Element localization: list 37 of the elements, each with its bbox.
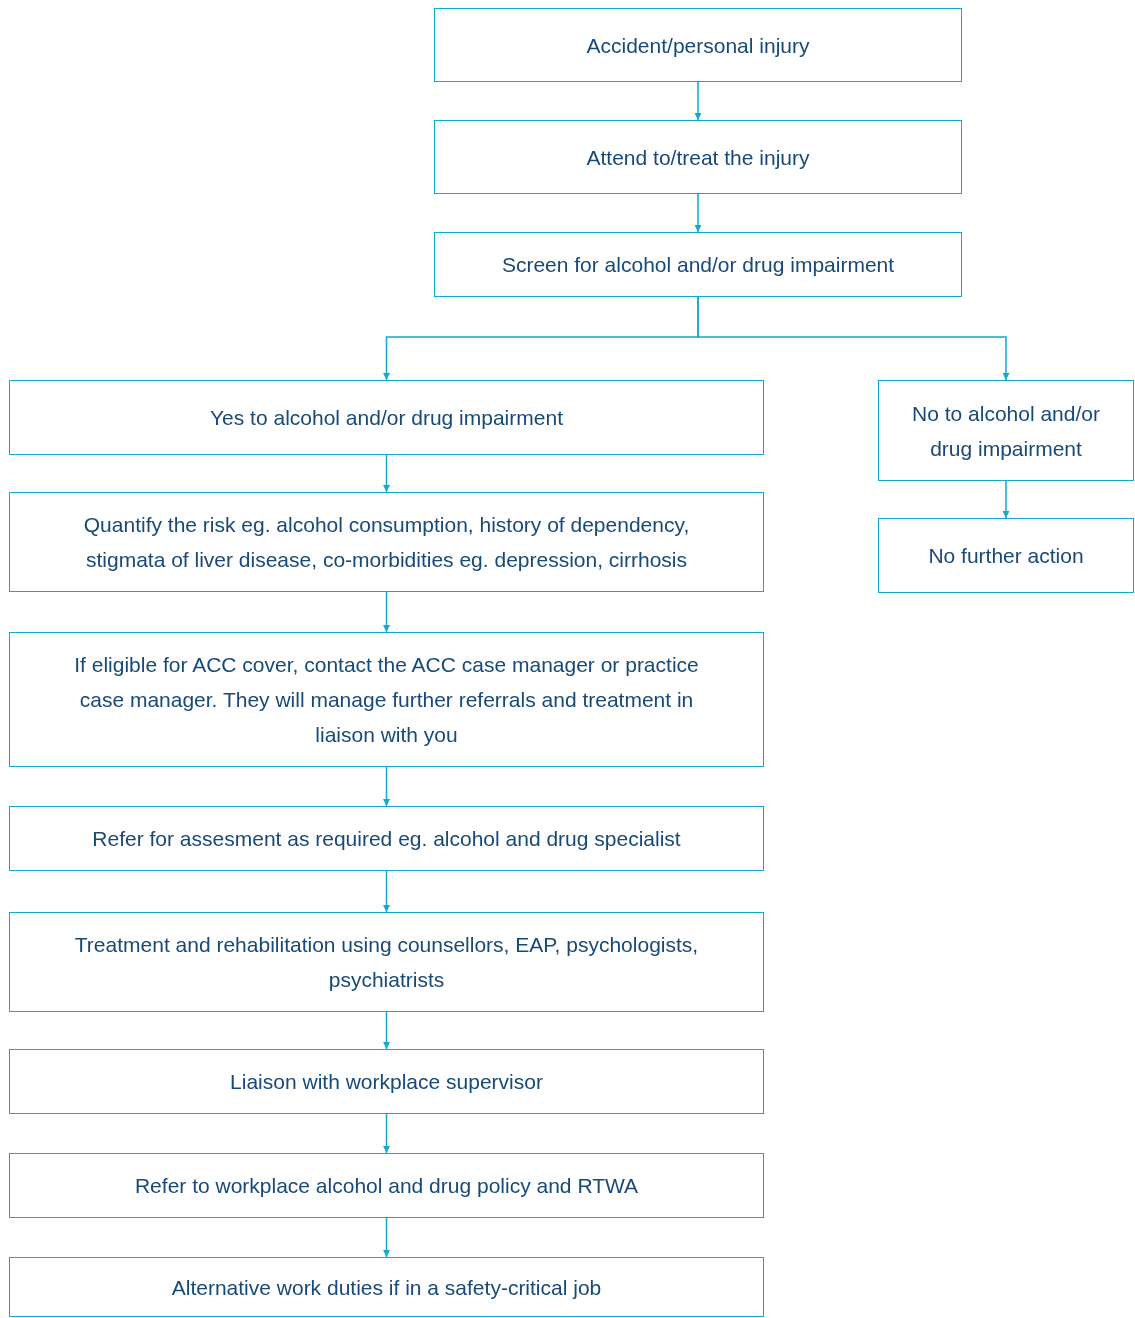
step-text: If eligible for ACC cover, contact the ACC case manager or practice case manager. They will manage further referrals and treatment in liaison with you xyxy=(73,652,700,748)
arrow xyxy=(383,591,390,633)
step-text: Treatment and rehabilitation using counsellors, EAP, psychologists, psychiatrists xyxy=(73,932,700,993)
arrow xyxy=(383,870,390,913)
step-text: Refer for assesment as required eg. alcohol and drug specialist xyxy=(92,826,681,852)
process-box xyxy=(9,1257,764,1317)
arrow xyxy=(694,193,702,233)
arrow xyxy=(383,1217,390,1258)
step-text: Attend to/treat the injury xyxy=(586,144,810,171)
step-text: Accident/personal injury xyxy=(586,32,810,59)
step-text: Screen for alcohol and/or drug impairment xyxy=(501,252,895,278)
arrow xyxy=(383,1011,390,1050)
arrow xyxy=(383,454,390,493)
process-box xyxy=(9,912,764,1012)
step-text: Yes to alcohol and/or drug impairment xyxy=(210,405,563,431)
process-box xyxy=(878,380,1134,481)
process-box xyxy=(9,632,764,767)
process-box xyxy=(9,1049,764,1114)
step-text: No further action xyxy=(928,543,1084,569)
step-text: Liaison with workplace supervisor xyxy=(230,1069,543,1095)
process-box xyxy=(9,806,764,871)
arrow xyxy=(697,296,1010,381)
step-text: No to alcohol and/or drug impairment xyxy=(911,400,1101,462)
process-box xyxy=(434,232,962,297)
process-box xyxy=(9,380,764,455)
process-box xyxy=(434,8,962,82)
step-text: Quantify the risk eg. alcohol consumption, history of dependency, stigmata of liver disease, co-morbidities eg. depression, cirrhosis xyxy=(82,512,691,573)
arrow xyxy=(694,81,702,121)
process-box xyxy=(9,492,764,592)
step-text: Alternative work duties if in a safety-critical job xyxy=(171,1274,602,1301)
process-box xyxy=(878,518,1134,593)
arrow xyxy=(1002,480,1010,519)
arrow xyxy=(383,766,390,807)
process-box xyxy=(434,120,962,194)
process-box xyxy=(9,1153,764,1218)
arrow xyxy=(383,1113,390,1154)
step-text: Refer to workplace alcohol and drug policy and RTWA xyxy=(134,1173,639,1199)
